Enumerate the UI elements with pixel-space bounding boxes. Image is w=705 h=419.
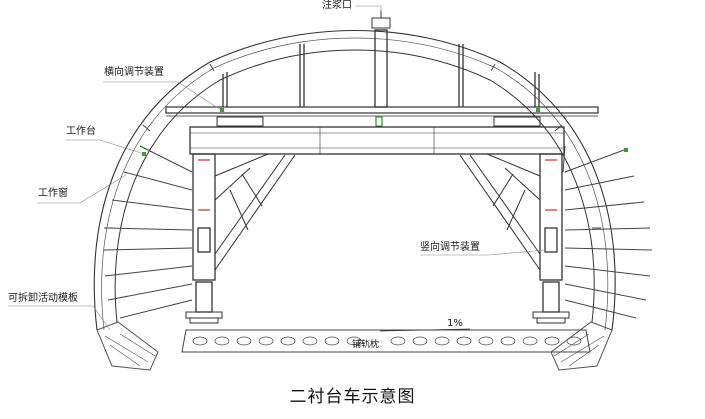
label-removable-form: 可拆卸活动模板	[8, 293, 78, 304]
label-lateral-adjust: 横向调节装置	[104, 67, 164, 78]
removable-formwork-left	[96, 321, 159, 371]
label-grout-port: 注浆口	[322, 0, 352, 11]
label-rail-base: 铺轨枕	[352, 340, 380, 350]
top-center-marker	[375, 116, 383, 127]
label-work-window: 工作窗	[38, 188, 68, 199]
top-deck	[165, 106, 599, 117]
gantry-legs	[192, 153, 563, 313]
sleeper-ovals	[192, 336, 582, 346]
removable-formwork-right	[550, 321, 613, 371]
label-grade: 1%	[447, 318, 463, 329]
leader-lines	[8, 5, 546, 347]
jack-bases	[185, 311, 570, 324]
support-arms-left	[103, 145, 193, 319]
arch-segment-ticks	[104, 63, 601, 229]
sleeper-band	[181, 329, 591, 353]
bracing-right	[459, 153, 541, 271]
lateral-adjuster-left	[216, 116, 264, 127]
inner-lining-arch	[101, 37, 609, 331]
support-arms-right	[562, 145, 653, 319]
gantry-beam	[189, 126, 565, 155]
top-ribs	[222, 29, 540, 108]
lateral-adjuster-right	[493, 116, 541, 127]
figure-caption: 二衬台车示意图	[289, 387, 416, 407]
grout-port-cap	[371, 17, 391, 29]
label-work-platform: 工作台	[66, 126, 96, 137]
grade-line	[379, 328, 471, 332]
green-joints	[142, 108, 628, 156]
formwork-arch	[114, 49, 595, 323]
outer-lining-arch	[93, 29, 616, 331]
label-vertical-adjust: 竖向调节装置	[420, 242, 480, 253]
bracing-left	[214, 153, 296, 271]
